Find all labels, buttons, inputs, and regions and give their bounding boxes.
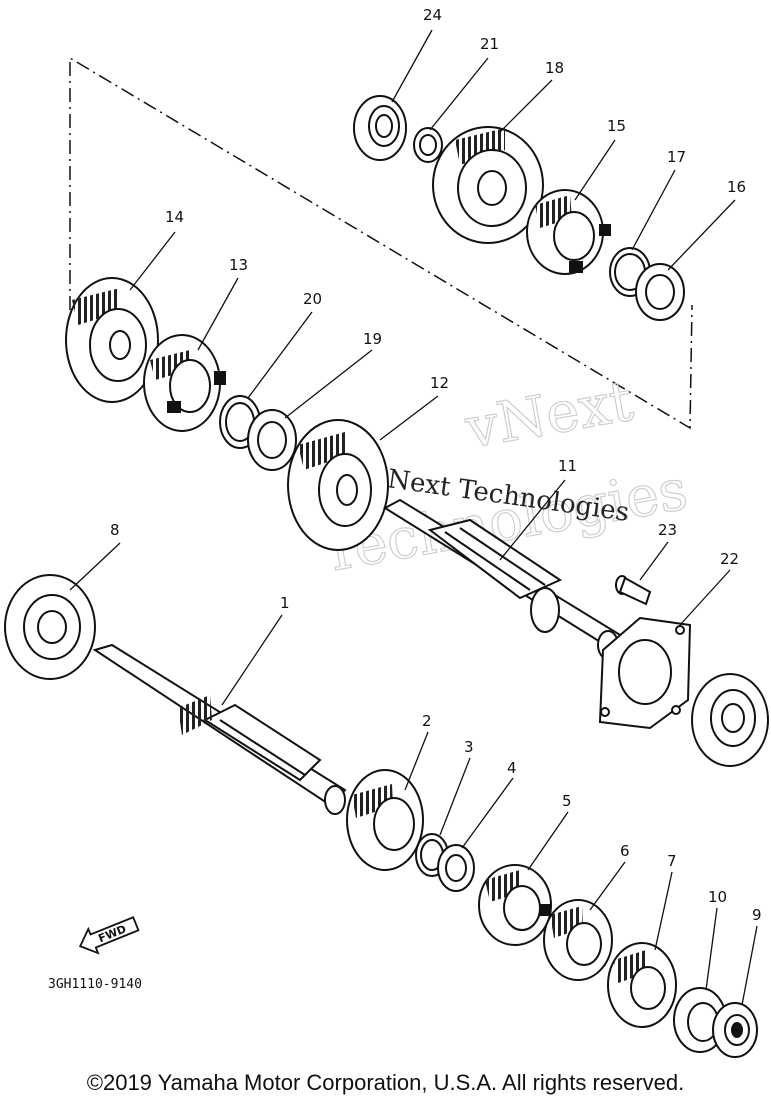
part-24-bearing — [353, 95, 407, 161]
callout-4: 4 — [507, 759, 517, 777]
leader-lines — [69, 29, 758, 1006]
callout-7: 7 — [667, 852, 677, 870]
part-16-washer — [635, 263, 685, 321]
part-4-washer — [437, 844, 475, 892]
part-19-washer — [247, 409, 297, 471]
callout-12: 12 — [430, 374, 449, 392]
part-23-screw — [615, 575, 652, 606]
callout-10: 10 — [708, 888, 727, 906]
part-14-gear — [65, 277, 159, 403]
callout-16: 16 — [727, 178, 746, 196]
part-9-collar — [712, 1002, 758, 1058]
part-21-washer — [413, 127, 443, 163]
callout-14: 14 — [165, 208, 184, 226]
part-8-bearing — [4, 574, 96, 680]
callout-9: 9 — [752, 906, 762, 924]
callout-20: 20 — [303, 290, 322, 308]
callout-17: 17 — [667, 148, 686, 166]
part-bearing-right — [691, 673, 769, 767]
callout-21: 21 — [480, 35, 499, 53]
part-1-main-shaft — [92, 643, 347, 815]
part-12-gear — [287, 419, 389, 551]
callout-22: 22 — [720, 550, 739, 568]
callout-15: 15 — [607, 117, 626, 135]
copyright-notice: ©2019 Yamaha Motor Corporation, U.S.A. A… — [86, 1070, 685, 1095]
callout-18: 18 — [545, 59, 564, 77]
callout-13: 13 — [229, 256, 248, 274]
part-22-plate — [598, 616, 692, 730]
part-15-gear — [526, 189, 611, 275]
part-13-gear — [143, 334, 226, 432]
callout-23: 23 — [658, 521, 677, 539]
callout-3: 3 — [464, 738, 474, 756]
callout-5: 5 — [562, 792, 572, 810]
callout-2: 2 — [422, 712, 432, 730]
part-11-shaft — [383, 498, 627, 660]
watermark-line1: vNext — [460, 369, 638, 462]
callout-8: 8 — [110, 521, 120, 539]
callout-labels: 24 21 18 15 17 16 14 13 20 19 12 11 8 23… — [110, 6, 762, 924]
part-6-gear — [543, 899, 613, 981]
callout-11: 11 — [558, 457, 577, 475]
part-2-gear — [346, 769, 424, 871]
fwd-arrow-icon: FWD — [78, 916, 140, 955]
part-18-gear — [432, 126, 544, 244]
part-7-gear — [607, 942, 677, 1028]
drawing-code: 3GH1110-9140 — [48, 977, 142, 992]
fwd-label: FWD — [96, 922, 128, 945]
part-5-gear — [478, 864, 552, 946]
callout-19: 19 — [363, 330, 382, 348]
callout-6: 6 — [620, 842, 630, 860]
callout-24: 24 — [423, 6, 442, 24]
transmission-exploded-diagram: vNext Technologies vNext Technologies — [4, 6, 769, 1058]
callout-1: 1 — [280, 594, 290, 612]
